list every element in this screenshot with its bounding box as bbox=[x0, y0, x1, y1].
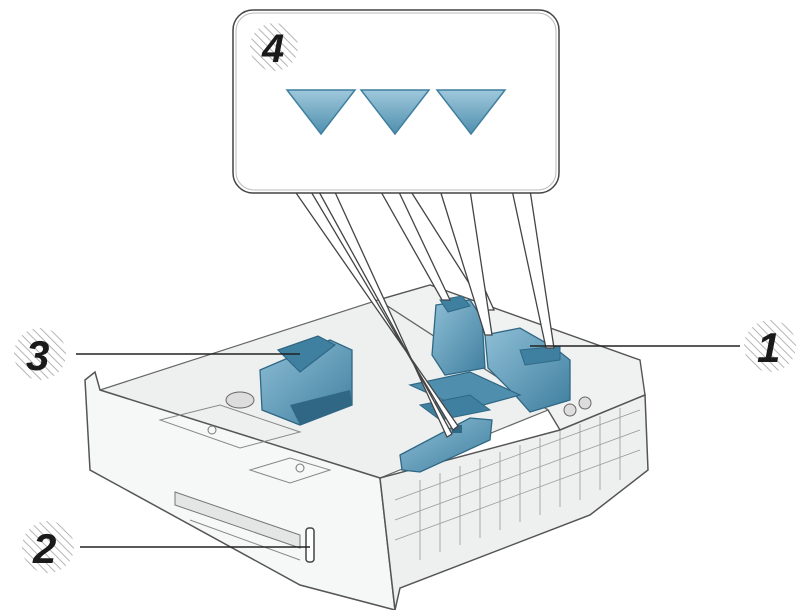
callout-4-pointers bbox=[292, 189, 555, 438]
callout-2-label: 2 bbox=[32, 525, 56, 572]
callout-3-badge bbox=[14, 328, 66, 380]
press-arrows bbox=[285, 89, 507, 136]
callout-3-label: 3 bbox=[26, 332, 49, 379]
callout-2: 2 bbox=[22, 521, 310, 573]
paper-guide-lever bbox=[484, 327, 571, 413]
paper-width-guide bbox=[259, 335, 353, 426]
callout-1: 1 bbox=[530, 320, 796, 372]
paper-level-indicator bbox=[305, 527, 315, 563]
pickup-roller bbox=[225, 391, 255, 409]
tray-handle-recess bbox=[174, 491, 301, 549]
tray-side-ribs bbox=[394, 408, 641, 560]
callout-1-label: 1 bbox=[757, 324, 780, 371]
callout-4-badge bbox=[250, 23, 298, 71]
triangle-down-icon bbox=[359, 89, 431, 136]
tray-right-face bbox=[379, 393, 649, 610]
callout-1-badge bbox=[744, 320, 796, 372]
callout-3: 3 bbox=[14, 328, 300, 380]
paper-tray bbox=[84, 284, 649, 610]
front-paper-guide bbox=[399, 417, 493, 473]
callout-4-label: 4 bbox=[261, 27, 284, 71]
callout-2-badge bbox=[22, 521, 74, 573]
triangle-down-icon bbox=[285, 89, 357, 136]
paper-length-guide bbox=[431, 295, 486, 376]
triangle-down-icon bbox=[435, 89, 507, 136]
